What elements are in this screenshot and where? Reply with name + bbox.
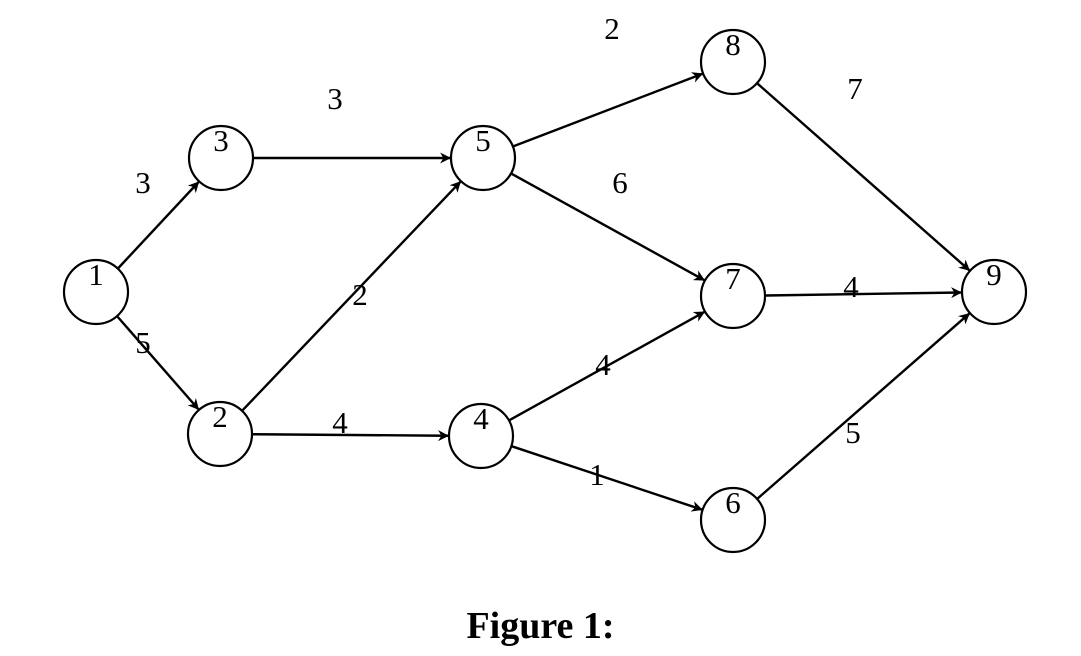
node-6: 6 <box>699 485 767 554</box>
node-circle <box>699 262 767 330</box>
edge-weight-label: 5 <box>135 325 151 360</box>
edge-2-5 <box>241 181 462 411</box>
node-label: 3 <box>213 123 229 158</box>
node-7: 7 <box>699 261 767 330</box>
edge-line <box>241 181 462 411</box>
node-label: 5 <box>475 123 491 158</box>
edge-line <box>757 312 970 500</box>
edge-weight-label: 3 <box>327 81 343 116</box>
node-label: 2 <box>212 399 228 434</box>
node-label: 6 <box>725 485 741 520</box>
node-label: 9 <box>986 257 1002 292</box>
edge-line <box>509 310 706 422</box>
node-label: 8 <box>725 27 741 62</box>
edge-weight-label: 2 <box>604 11 620 46</box>
edge-1-2 <box>116 316 200 410</box>
edge-line <box>511 445 703 512</box>
node-circle <box>62 258 130 326</box>
edge-1-3 <box>117 181 200 269</box>
edge-weight-label: 4 <box>332 405 348 440</box>
edge-7-9 <box>765 287 963 299</box>
node-circle <box>960 258 1028 326</box>
node-label: 7 <box>725 261 741 296</box>
node-2: 2 <box>186 399 254 468</box>
node-8: 8 <box>699 27 767 96</box>
edge-line <box>116 316 200 410</box>
edge-line <box>511 172 706 282</box>
edge-6-9 <box>757 312 970 500</box>
node-circle <box>699 486 767 554</box>
edge-4-7 <box>509 310 706 422</box>
node-label: 4 <box>473 401 489 436</box>
edge-line <box>513 72 704 148</box>
node-circle <box>187 124 255 192</box>
edge-weight-label: 2 <box>352 277 368 312</box>
edge-2-4 <box>252 430 450 442</box>
node-label: 1 <box>88 257 104 292</box>
edge-5-7 <box>511 172 706 282</box>
node-3: 3 <box>187 123 255 192</box>
edge-5-8 <box>513 72 704 148</box>
network-diagram: 3 5 3 2 4 2 6 4 1 7 4 5 1 2 3 4 5 6 7 8 9 <box>62 11 1028 554</box>
edge-line <box>252 430 450 442</box>
node-1: 1 <box>62 257 130 326</box>
node-9: 9 <box>960 257 1028 326</box>
node-circle <box>186 400 254 468</box>
node-circle <box>699 28 767 96</box>
edge-weight-label: 3 <box>135 165 151 200</box>
node-5: 5 <box>449 123 517 192</box>
node-circle <box>449 124 517 192</box>
edge-4-6 <box>511 445 703 512</box>
figure-caption: Figure 1: <box>466 605 615 647</box>
edge-line <box>756 82 971 272</box>
edge-8-9 <box>756 82 971 272</box>
edge-weight-label: 4 <box>595 347 611 382</box>
edge-weight-label: 5 <box>845 415 861 450</box>
node-4: 4 <box>447 401 515 470</box>
edge-weight-label: 7 <box>847 71 863 106</box>
node-circle <box>447 402 515 470</box>
edge-weight-label: 6 <box>612 165 628 200</box>
edge-line <box>765 287 963 299</box>
edge-weight-label: 1 <box>589 457 605 492</box>
edge-weight-label: 4 <box>843 269 859 304</box>
edge-line <box>117 181 200 269</box>
